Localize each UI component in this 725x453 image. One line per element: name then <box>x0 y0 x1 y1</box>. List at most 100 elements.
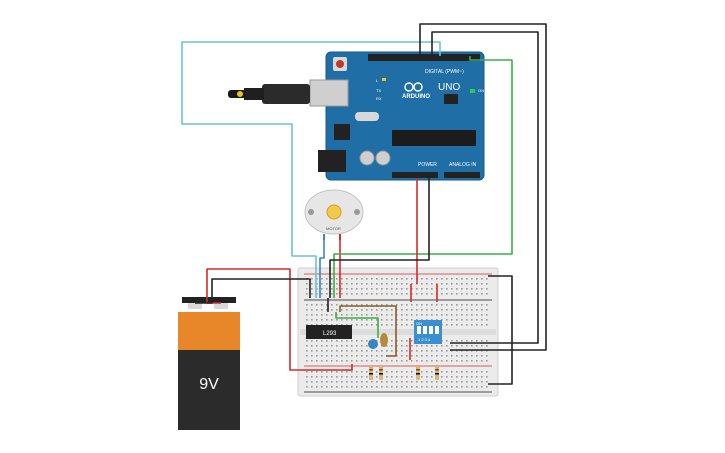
breadboard-hole <box>386 314 388 316</box>
wire-blue-motor[interactable] <box>319 240 325 298</box>
breadboard-hole <box>336 324 338 326</box>
digital-header[interactable] <box>368 54 480 61</box>
reset-button-cap[interactable] <box>336 60 344 68</box>
breadboard-hole <box>346 350 348 352</box>
battery-9v[interactable]: 9V <box>178 297 240 430</box>
breadboard-hole <box>481 293 483 295</box>
resistor-1[interactable] <box>369 366 373 380</box>
power-header[interactable] <box>392 172 438 178</box>
wire-black-right[interactable] <box>488 275 513 385</box>
analog-header[interactable] <box>444 172 480 178</box>
l-led-label: L <box>376 78 379 83</box>
breadboard-hole <box>446 381 448 383</box>
breadboard-hole <box>371 319 373 321</box>
dip-switch-icon[interactable]: ON 1 2 3 4 <box>414 320 442 344</box>
breadboard-hole <box>346 360 348 362</box>
breadboard-hole <box>451 314 453 316</box>
wire-cyan[interactable] <box>181 41 441 298</box>
breadboard-hole <box>381 319 383 321</box>
wire-green-1[interactable] <box>333 56 513 298</box>
breadboard-hole <box>406 293 408 295</box>
breadboard-hole <box>341 350 343 352</box>
breadboard-hole <box>406 371 408 373</box>
resistor-4[interactable] <box>435 366 439 380</box>
breadboard-hole <box>466 288 468 290</box>
breadboard-hole <box>461 288 463 290</box>
breadboard-hole <box>351 371 353 373</box>
breadboard-hole <box>331 283 333 285</box>
breadboard-hole <box>456 340 458 342</box>
power-label: POWER <box>418 162 437 168</box>
resistor-3[interactable] <box>416 366 420 380</box>
breadboard-hole <box>381 360 383 362</box>
breadboard-hole <box>346 288 348 290</box>
breadboard-hole <box>351 288 353 290</box>
breadboard-hole <box>326 319 328 321</box>
usb-cable-icon[interactable] <box>228 84 310 104</box>
breadboard-hole <box>351 283 353 285</box>
breadboard-hole <box>356 314 358 316</box>
breadboard-hole <box>391 314 393 316</box>
breadboard-hole <box>376 386 378 388</box>
breadboard-hole <box>426 293 428 295</box>
breadboard-hole <box>356 283 358 285</box>
breadboard-hole <box>336 376 338 378</box>
wire-black-gnd[interactable] <box>329 178 430 298</box>
breadboard-hole <box>406 360 408 362</box>
breadboard-hole <box>401 283 403 285</box>
breadboard-hole <box>461 319 463 321</box>
breadboard-hole <box>406 288 408 290</box>
breadboard-hole <box>376 376 378 378</box>
breadboard[interactable] <box>297 267 499 397</box>
wire-black-1[interactable] <box>419 23 547 351</box>
breadboard-hole <box>311 371 313 373</box>
wire-brown[interactable] <box>339 305 397 357</box>
breadboard-hole <box>316 304 318 306</box>
breadboard-hole <box>346 283 348 285</box>
breadboard-hole <box>306 304 308 306</box>
breadboard-hole <box>436 278 438 280</box>
breadboard-hole <box>381 278 383 280</box>
breadboard-hole <box>356 278 358 280</box>
breadboard-hole <box>326 340 328 342</box>
breadboard-hole <box>431 350 433 352</box>
breadboard-hole <box>376 278 378 280</box>
breadboard-hole <box>471 309 473 311</box>
resistor-2[interactable] <box>379 366 383 380</box>
breadboard-hole <box>456 376 458 378</box>
breadboard-hole <box>421 293 423 295</box>
breadboard-hole <box>311 360 313 362</box>
breadboard-hole <box>336 283 338 285</box>
breadboard-hole <box>341 360 343 362</box>
breadboard-hole <box>366 293 368 295</box>
breadboard-hole <box>396 304 398 306</box>
breadboard-hole <box>351 340 353 342</box>
breadboard-hole <box>331 381 333 383</box>
breadboard-hole <box>316 324 318 326</box>
breadboard-hole <box>331 314 333 316</box>
breadboard-hole <box>311 340 313 342</box>
dc-motor[interactable]: MOTOR <box>304 189 364 240</box>
breadboard-hole <box>306 360 308 362</box>
breadboard-hole <box>486 304 488 306</box>
l293-ic[interactable]: L293 <box>306 325 352 339</box>
breadboard-hole <box>466 324 468 326</box>
capacitor-icon[interactable] <box>368 333 388 349</box>
arduino-uno-board[interactable]: DIGITAL (PWM~) UNO ARDUINO POWER ANALOG … <box>309 51 485 181</box>
breadboard-hole <box>481 319 483 321</box>
breadboard-hole <box>311 355 313 357</box>
ic-label: L293 <box>323 331 337 337</box>
breadboard-hole <box>421 371 423 373</box>
digital-header-label: DIGITAL (PWM~) <box>425 69 464 75</box>
wire-green-2[interactable] <box>335 312 379 338</box>
wire-black-2[interactable] <box>431 31 539 344</box>
breadboard-hole <box>356 288 358 290</box>
wire-black-battery[interactable] <box>195 278 311 304</box>
breadboard-hole <box>431 355 433 357</box>
breadboard-hole <box>371 350 373 352</box>
breadboard-hole <box>366 360 368 362</box>
breadboard-hole <box>351 360 353 362</box>
breadboard-hole <box>361 283 363 285</box>
breadboard-hole <box>391 288 393 290</box>
breadboard-hole <box>381 288 383 290</box>
